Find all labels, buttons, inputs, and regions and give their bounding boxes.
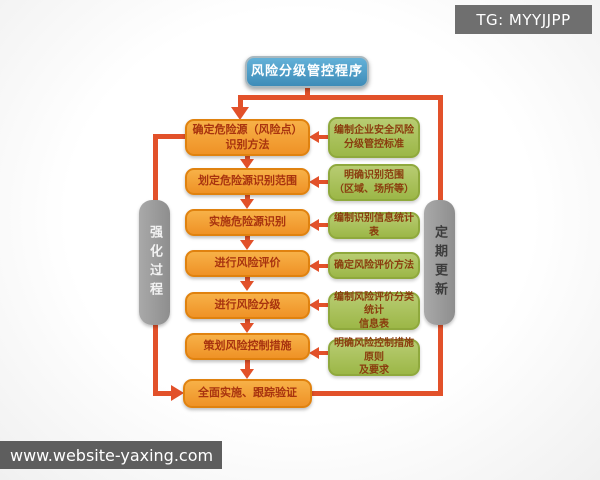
flow-step-4: 进行风险评价 [185,250,310,277]
note-arrow-shaft [318,180,328,184]
note-arrow-shaft [318,351,328,355]
arrow-down-icon [240,369,254,379]
loop-line-left-top [153,134,187,139]
loop-line-right-top [238,95,443,100]
arrow-left-icon [309,176,319,188]
arrow-down-icon [240,281,254,291]
note-box-1: 编制企业安全风险 分级管控标准 [328,117,420,158]
flow-arrow-shaft [245,276,250,283]
note-box-6: 明确风险控制措施原则 及要求 [328,338,420,376]
note-box-4: 确定风险评价方法 [328,252,420,279]
flow-step-3: 实施危险源识别 [185,209,310,236]
arrow-left-icon [309,299,319,311]
note-box-2: 明确识别范围 （区域、场所等） [328,164,420,201]
flow-step-2: 划定危险源识别范围 [185,168,310,195]
flow-arrow-shaft [245,318,250,324]
arrow-down-icon [240,199,254,209]
note-arrow-shaft [318,135,328,139]
flow-arrow-shaft [245,359,250,370]
arrow-left-icon [309,260,319,272]
flow-step-1: 确定危险源（风险点） 识别方法 [185,119,310,156]
rail-strengthen-process: 强化过程 [139,200,170,325]
flow-arrow-shaft [245,155,250,160]
arrow-left-icon [309,347,319,359]
note-arrow-shaft [318,303,328,307]
website-watermark: www.website-yaxing.com [0,441,222,469]
watermark-badge: TG: MYYJJPP [455,5,592,34]
loop-line-left-bottom [153,391,173,396]
arrow-down-icon [240,323,254,333]
flow-step-5: 进行风险分级 [185,292,310,319]
note-box-3: 编制识别信息统计表 [328,212,420,239]
flow-arrow-shaft [245,235,250,241]
arrow-down-icon [231,107,249,120]
flow-step-7: 全面实施、跟踪验证 [183,379,312,408]
arrow-left-icon [309,131,319,143]
flowchart-title: 风险分级管控程序 [245,56,369,88]
arrow-down-icon [240,159,254,169]
rail-periodic-update: 定期更新 [424,200,455,325]
title-connector-line [305,88,310,96]
note-arrow-shaft [318,264,328,268]
arrow-left-icon [309,219,319,231]
note-arrow-shaft [318,223,328,227]
flow-arrow-shaft [245,194,250,200]
arrow-right-icon [171,385,184,401]
loop-entry-shaft [238,95,243,108]
note-box-5: 编制风险评价分类统计 信息表 [328,292,420,330]
arrow-down-icon [240,240,254,250]
loop-line-right-bottom [310,391,443,396]
flow-step-6: 策划风险控制措施 [185,333,310,360]
